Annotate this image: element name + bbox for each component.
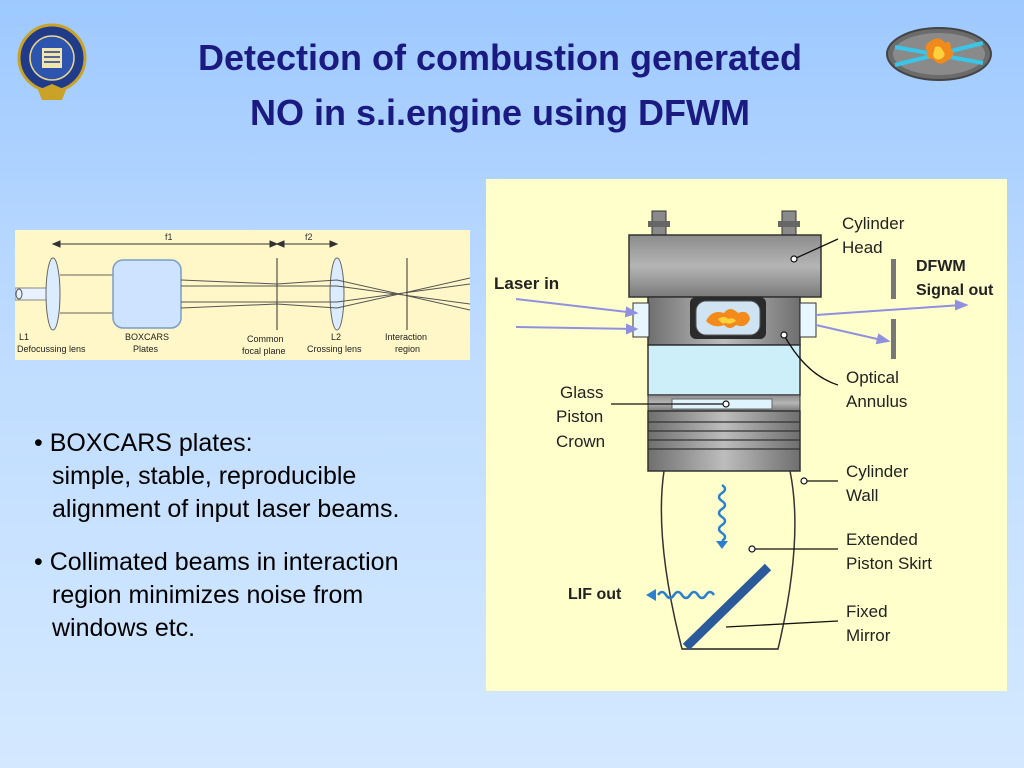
piston-skirt-label-2: Piston Skirt: [846, 554, 932, 573]
fixed-mirror-label-1: Fixed: [846, 602, 888, 621]
fixed-mirror-label-2: Mirror: [846, 626, 891, 645]
fixed-mirror-shape: [682, 563, 772, 651]
focal-desc: focal plane: [242, 346, 286, 356]
boxcars-lens-diagram: f1 f2 L1 Defocussing lens BOXCARS Plates…: [14, 230, 471, 360]
piston-shape: [647, 410, 801, 472]
l2-label: L2: [331, 332, 341, 342]
interaction-label: Interaction: [385, 332, 427, 342]
lif-out-label: LIF out: [568, 586, 622, 603]
optical-annulus-label-2: Annulus: [846, 392, 907, 411]
signal-out-label: Signal out: [916, 282, 994, 299]
laser-beams: [515, 298, 969, 345]
cylinder-wall-label-1: Cylinder: [846, 462, 909, 481]
bullet-list: • BOXCARS plates: simple, stable, reprod…: [34, 427, 474, 665]
engine-diagram: Laser in DFWM Signal out Cylinder Head O…: [486, 179, 1007, 691]
cylinder-wall-label-2: Wall: [846, 486, 878, 505]
boxcars-plate-shape: [112, 259, 182, 329]
boxcars-desc: Plates: [133, 344, 159, 354]
l1-desc: Defocussing lens: [17, 344, 86, 354]
glass-label-2: Piston: [556, 407, 603, 426]
piston-skirt-label-1: Extended: [846, 530, 918, 549]
focal-label: Common: [247, 334, 284, 344]
title-line-2: NO in s.i.engine using DFWM: [250, 92, 750, 133]
cylinder-head-shape: [628, 234, 822, 298]
lif-wave-down: [717, 483, 727, 543]
piston-skirt-shape: [660, 470, 796, 650]
f1-label: f1: [165, 232, 173, 242]
l2-desc: Crossing lens: [307, 344, 362, 354]
lif-wave-out: [656, 590, 716, 600]
dfwm-label: DFWM: [916, 258, 966, 275]
cylinder-head-label-2: Head: [842, 238, 883, 257]
l1-label: L1: [19, 332, 29, 342]
bullet-item: • BOXCARS plates: simple, stable, reprod…: [34, 429, 400, 523]
optical-annulus-label-1: Optical: [846, 368, 899, 387]
glass-label-3: Crown: [556, 432, 605, 451]
lens-l2-shape: [329, 257, 345, 331]
university-crest-icon: [17, 23, 87, 100]
boxcars-label: BOXCARS: [125, 332, 169, 342]
glass-label-1: Glass: [560, 383, 603, 402]
cylinder-head-label-1: Cylinder: [842, 214, 905, 233]
page-title: Detection of combustion generated NO in …: [100, 30, 900, 140]
title-line-1: Detection of combustion generated: [197, 37, 803, 78]
f2-label: f2: [305, 232, 313, 242]
interaction-desc: region: [395, 344, 420, 354]
laser-in-label: Laser in: [494, 274, 559, 293]
bullet-item: • Collimated beams in interaction region…: [34, 548, 399, 642]
lens-l1-shape: [45, 257, 61, 331]
flame-laser-logo-icon: [886, 27, 992, 81]
